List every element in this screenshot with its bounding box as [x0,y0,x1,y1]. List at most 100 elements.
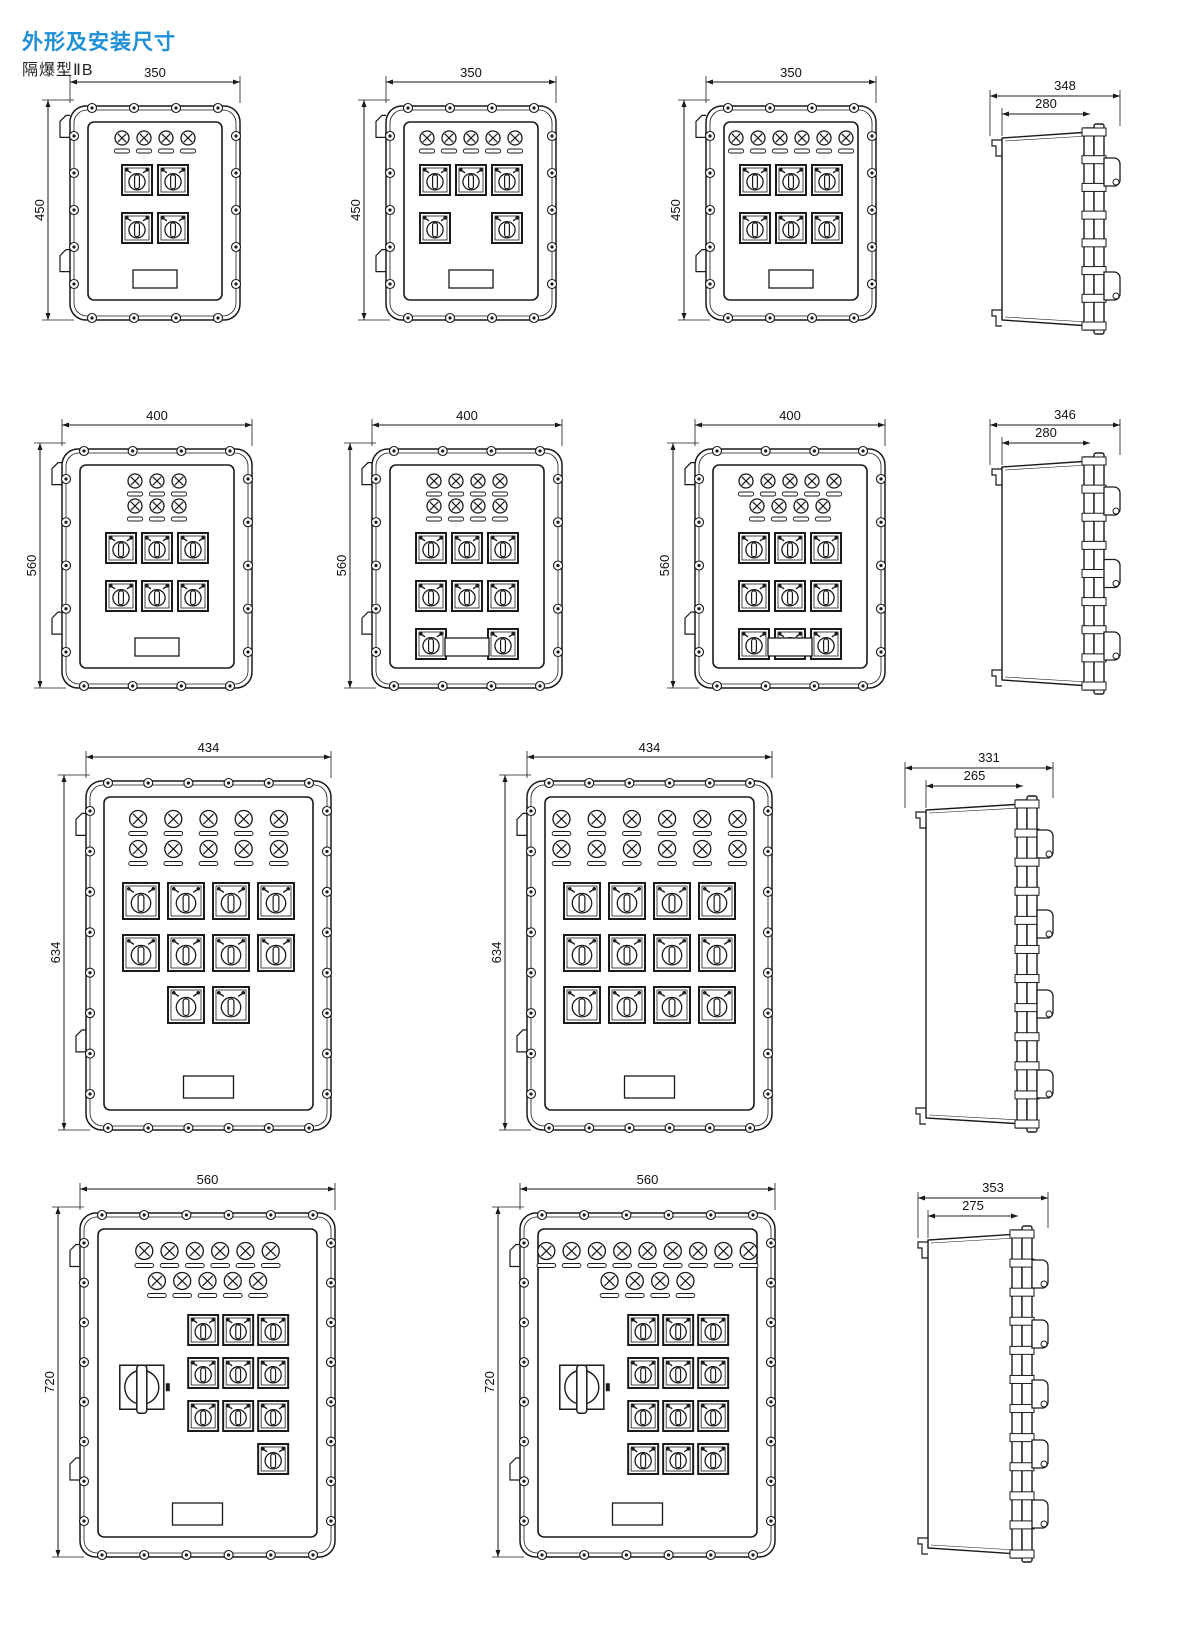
indicator-lamp [771,498,787,514]
rotary-switch [774,580,806,612]
rotary-switch [487,532,519,564]
height-dimension: 450 [348,99,390,321]
indicator-label-plate [269,861,289,866]
indicator-label-plate [491,516,509,522]
indicator-label-plate [688,1263,708,1268]
indicator-label-plate [657,861,677,866]
indicator-label-plate [113,148,131,154]
width-dimension-label: 434 [198,740,220,755]
indicator-label-plate [157,148,175,154]
side-bolt [1014,799,1040,809]
rotary-switch [697,1400,730,1432]
indicator-lamp [815,498,831,514]
rotary-switch [662,1443,695,1475]
indicator-label-plate [586,861,607,866]
indicator-label-plate [248,1293,268,1298]
indicator-label-plate [134,1263,155,1268]
wall-bracket [991,309,1002,327]
indicator-lamp [149,473,165,489]
mounting-lug [59,249,70,273]
indicator-lamp [426,473,442,489]
nameplate [444,637,490,657]
body-depth-label: 280 [1035,96,1057,111]
rotary-switch [662,1400,695,1432]
indicator-lamp [622,809,642,829]
indicator-lamp [419,130,435,146]
mounting-lug [509,1243,520,1268]
main-isolator-switch [119,1364,170,1414]
indicator-label-plate [172,1293,193,1298]
rotary-switch [487,628,519,660]
indicator-lamp [804,473,820,489]
indicator-lamp [164,839,183,859]
rotary-switch [212,986,250,1024]
indicator-lamp [236,1241,255,1261]
front-cover [79,464,235,669]
rotary-switch [105,532,137,564]
indicator-lamp [426,498,442,514]
nameplate [448,269,494,289]
indicator-lamp [738,473,754,489]
indicator-label-plate [126,491,144,497]
rotary-switch [697,1314,730,1346]
indicator-label-plate [837,148,855,154]
side-bolt [1014,1119,1040,1129]
rotary-switch [257,1314,290,1346]
indicator-lamp [816,130,832,146]
rotary-switch [491,212,523,244]
side-bolt [1081,653,1107,663]
side-bolt [1014,915,1040,925]
side-bolt [1009,1491,1035,1501]
rotary-switch [257,1400,290,1432]
indicator-lamp [587,809,606,829]
indicator-lamp [114,130,130,146]
height-dimension: 634 [48,774,90,1131]
indicator-label-plate [770,516,788,522]
indicator-lamp [128,839,148,859]
mounting-lug [509,1457,520,1481]
rotary-switch [167,882,205,920]
side-bolt [1081,597,1107,607]
main-isolator-switch [559,1364,610,1414]
height-dimension: 560 [657,442,699,689]
flange-edge [83,1216,332,1554]
indicator-lamp [171,473,187,489]
rotary-switch [257,1357,290,1389]
rotary-switch [608,986,646,1024]
width-dimension: 560 [519,1172,776,1210]
rotary-switch [810,628,842,660]
indicator-lamp [760,473,776,489]
indicator-lamp [135,1241,154,1261]
indicator-label-plate [727,831,748,836]
height-dimension-label: 450 [32,199,47,221]
rotary-switch [222,1400,255,1432]
width-dimension: 434 [526,740,773,778]
height-dimension-label: 560 [334,555,349,577]
indicator-lamp [728,130,744,146]
indicator-lamp [793,498,809,514]
indicator-label-plate [440,148,458,154]
indicator-lamp [507,130,523,146]
height-dimension: 720 [482,1206,524,1558]
rotary-switch [697,1443,730,1475]
rotary-switch [653,934,691,972]
rotary-switch [257,934,295,972]
indicator-lamp [651,1271,670,1291]
side-bolt [1081,210,1107,220]
indicator-label-plate [738,1263,759,1268]
width-dimension-label: 350 [780,65,802,80]
rotary-switch [627,1400,660,1432]
front-cover [389,464,545,669]
indicator-lamp [210,1241,230,1261]
indicator-label-plate [425,491,443,497]
wall-bracket [915,811,926,829]
body-depth-dimension: 275 [927,1198,1018,1238]
rotary-switch [222,1357,255,1389]
side-bolt [1081,540,1107,550]
indicator-lamp [441,130,457,146]
mounting-lug [375,249,386,273]
indicator-lamp [463,130,479,146]
